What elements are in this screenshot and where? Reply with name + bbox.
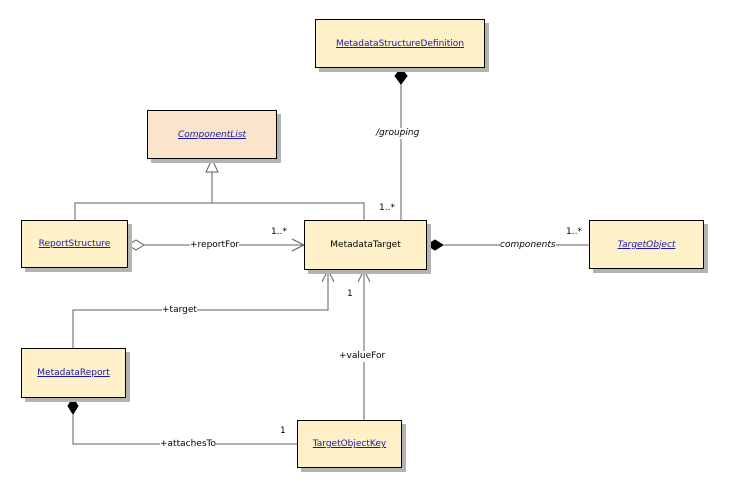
class-name-component-list[interactable]: ComponentList [178, 129, 246, 140]
label-value-for: +valueFor [339, 351, 386, 362]
value-for-arrowhead [357, 268, 371, 283]
generalization-line-metadata-target [212, 202, 365, 220]
label-target: +target [162, 305, 197, 316]
grouping-diamond [394, 67, 408, 85]
class-metadata-structure-definition[interactable]: MetadataStructureDefinition [315, 19, 485, 68]
class-component-list[interactable]: ComponentList [147, 110, 277, 159]
class-name-report-structure[interactable]: ReportStructure [38, 239, 111, 249]
class-name-metadata-report[interactable]: MetadataReport [37, 368, 110, 378]
components-diamond [426, 239, 444, 251]
label-value-for-multiplicity: 1 [347, 289, 353, 299]
class-report-structure[interactable]: ReportStructure [21, 220, 128, 268]
class-name-target-object-key[interactable]: TargetObjectKey [312, 439, 387, 449]
generalization-triangle [205, 157, 219, 173]
label-grouping: /grouping [376, 128, 420, 139]
label-report-for: +reportFor [190, 240, 240, 251]
generalization-line-report-structure [74, 202, 212, 220]
class-name-metadata-structure-definition[interactable]: MetadataStructureDefinition [335, 38, 465, 49]
class-metadata-target[interactable]: MetadataTarget [304, 220, 427, 270]
label-report-for-multiplicity: 1..* [271, 227, 287, 237]
aggregation-diamond [127, 239, 145, 251]
target-arrowhead [321, 268, 335, 283]
class-name-metadata-target: MetadataTarget [330, 240, 401, 250]
label-components: components [500, 240, 556, 251]
label-components-multiplicity: 1..* [566, 227, 582, 237]
class-target-object-key[interactable]: TargetObjectKey [297, 420, 402, 468]
class-name-target-object[interactable]: TargetObject [617, 239, 676, 250]
label-grouping-multiplicity: 1..* [379, 203, 395, 213]
target-line [72, 270, 329, 348]
class-target-object[interactable]: TargetObject [589, 220, 704, 269]
attaches-to-line [72, 414, 297, 445]
label-attaches-to: +attachesTo [160, 439, 216, 450]
attaches-to-diamond [67, 397, 79, 415]
class-metadata-report[interactable]: MetadataReport [21, 348, 126, 398]
label-attaches-to-multiplicity: 1 [280, 426, 286, 436]
